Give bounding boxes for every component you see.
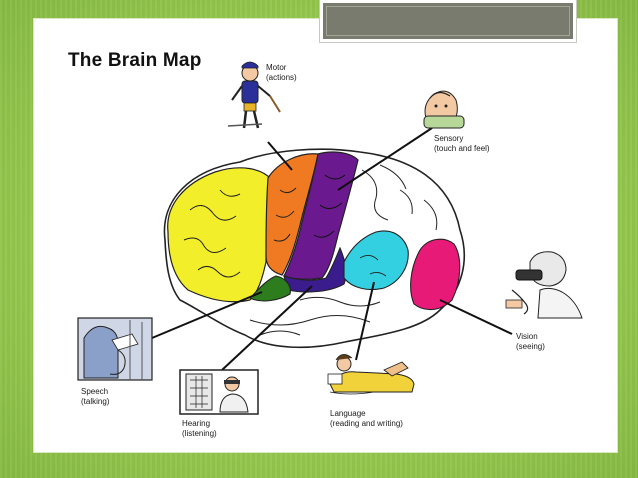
label-motor: Motor (actions) <box>266 63 297 83</box>
hearing-pointer-line <box>221 285 313 371</box>
slide-title-placeholder <box>319 0 577 43</box>
language-region <box>343 230 409 291</box>
label-hearing: Hearing (listening) <box>182 419 217 439</box>
label-hearing-desc: (listening) <box>182 429 217 438</box>
label-vision: Vision (seeing) <box>516 332 545 352</box>
label-speech: Speech (talking) <box>81 387 109 407</box>
label-motor-desc: (actions) <box>266 73 297 82</box>
label-sensory: Sensory (touch and feel) <box>434 134 490 154</box>
label-motor-title: Motor <box>266 63 287 72</box>
motor-figure-illustration <box>227 61 281 129</box>
vision-pointer-line <box>439 299 513 335</box>
label-speech-title: Speech <box>81 387 109 396</box>
sensory-pointer-line <box>337 127 433 191</box>
label-vision-desc: (seeing) <box>516 342 545 351</box>
label-hearing-title: Hearing <box>182 419 211 428</box>
hearing-region <box>283 246 347 293</box>
label-language-desc: (reading and writing) <box>330 419 403 428</box>
language-figure-illustration <box>327 354 415 395</box>
label-language: Language (reading and writing) <box>330 409 403 429</box>
label-sensory-desc: (touch and feel) <box>434 144 490 153</box>
label-language-title: Language <box>330 409 366 418</box>
vision-region <box>410 238 461 311</box>
speech-region <box>249 275 291 302</box>
vision-figure-illustration <box>505 251 583 319</box>
label-speech-desc: (talking) <box>81 397 110 406</box>
hearing-figure-illustration <box>179 369 259 415</box>
speech-pointer-line <box>151 291 263 339</box>
sensory-cortex-region <box>283 151 359 280</box>
diagram-title: The Brain Map <box>68 50 202 71</box>
sensory-figure-illustration <box>423 90 465 129</box>
motor-pointer-line <box>267 141 293 171</box>
label-sensory-title: Sensory <box>434 134 464 143</box>
language-pointer-line <box>355 281 375 361</box>
motor-cortex-region <box>265 153 319 276</box>
speech-figure-illustration <box>77 317 153 381</box>
label-vision-title: Vision <box>516 332 538 341</box>
